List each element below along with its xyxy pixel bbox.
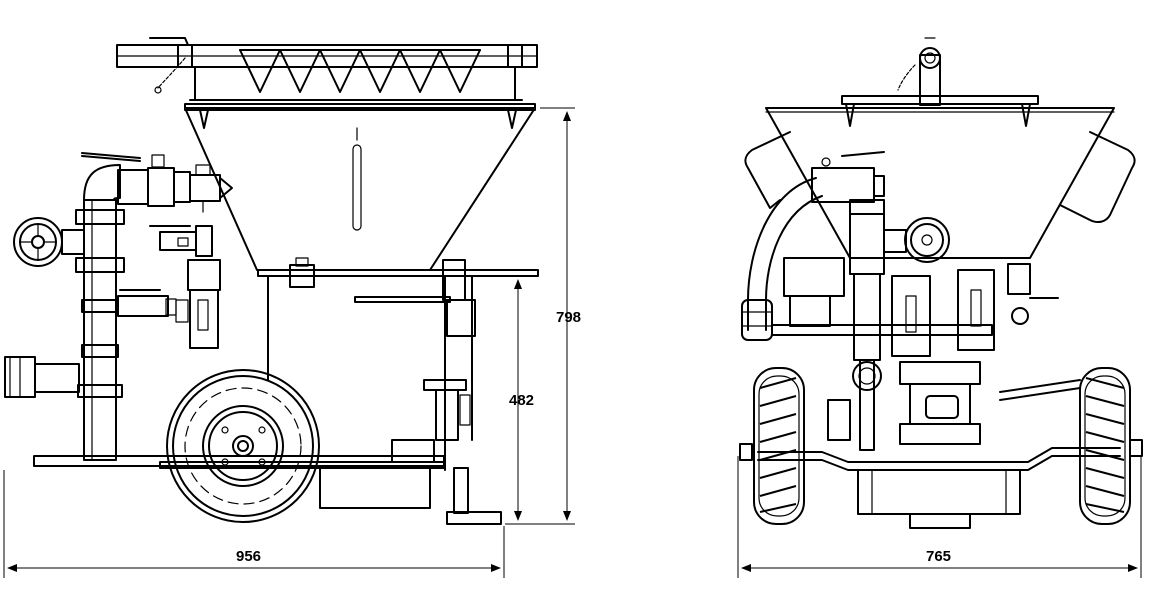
front-wheel-right (1079, 367, 1131, 525)
side-wheel (166, 369, 320, 523)
front-valves (811, 151, 950, 451)
side-view (3, 37, 575, 578)
dimension-label-482: 482 (509, 392, 534, 409)
dimension-label-956: 956 (236, 548, 261, 565)
side-dimensions (3, 107, 575, 578)
dimension-label-765: 765 (926, 548, 951, 565)
side-hopper (184, 103, 536, 271)
side-piping (4, 152, 233, 461)
front-hose (741, 177, 823, 341)
front-frame (739, 257, 1143, 529)
front-wheel-left (753, 367, 805, 525)
side-sieve-grate (116, 37, 538, 101)
front-hopper (744, 107, 1136, 259)
front-top-frame (841, 37, 1039, 127)
dimension-label-798: 798 (556, 309, 581, 326)
front-view (737, 37, 1143, 578)
side-base (33, 455, 502, 525)
front-dimensions (737, 456, 1142, 578)
